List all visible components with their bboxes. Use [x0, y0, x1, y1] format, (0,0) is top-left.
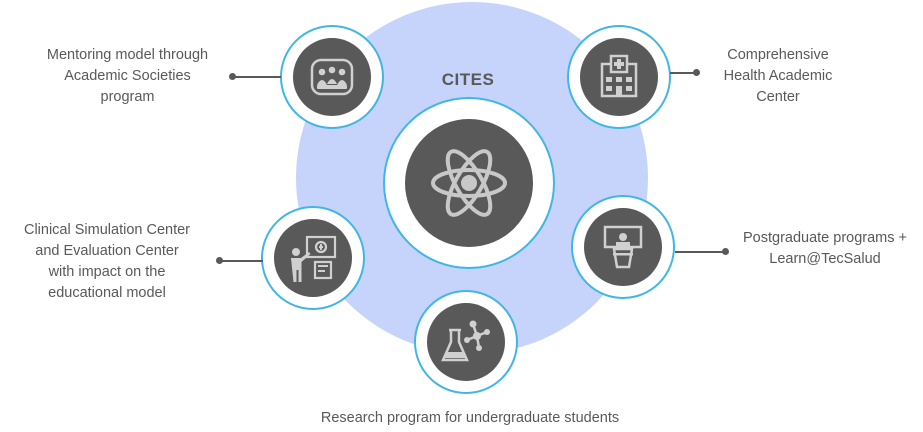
mentoring-label: Mentoring model through Academic Societi…	[46, 47, 209, 105]
lecturer-podium-icon	[601, 224, 645, 270]
atom-icon	[427, 141, 511, 225]
simulation-node	[274, 219, 352, 297]
health-connector	[670, 72, 696, 74]
mentoring-connector	[233, 76, 281, 78]
center-title: CITES	[441, 70, 495, 89]
research-node	[427, 303, 505, 381]
health-node	[580, 38, 658, 116]
teacher-presentation-icon	[287, 234, 339, 282]
center-node	[405, 119, 533, 247]
postgraduate-connector-dot	[722, 248, 729, 255]
lab-flask-molecule-icon	[441, 318, 491, 366]
postgraduate-label: Postgraduate programs + Learn@TecSalud	[742, 230, 908, 267]
postgraduate-connector	[675, 251, 725, 253]
simulation-connector-dot	[216, 257, 223, 264]
postgraduate-node	[584, 208, 662, 286]
mentoring-connector-dot	[229, 73, 236, 80]
research-label: Research program for undergraduate stude…	[320, 410, 620, 426]
health-connector-dot	[693, 69, 700, 76]
hospital-icon	[597, 54, 641, 100]
simulation-label: Clinical Simulation Center and Evaluatio…	[23, 222, 190, 301]
health-label: Comprehensive Health Academic Center	[723, 47, 833, 105]
simulation-connector	[219, 260, 263, 262]
mentoring-node	[293, 38, 371, 116]
meeting-table-icon	[308, 57, 356, 97]
